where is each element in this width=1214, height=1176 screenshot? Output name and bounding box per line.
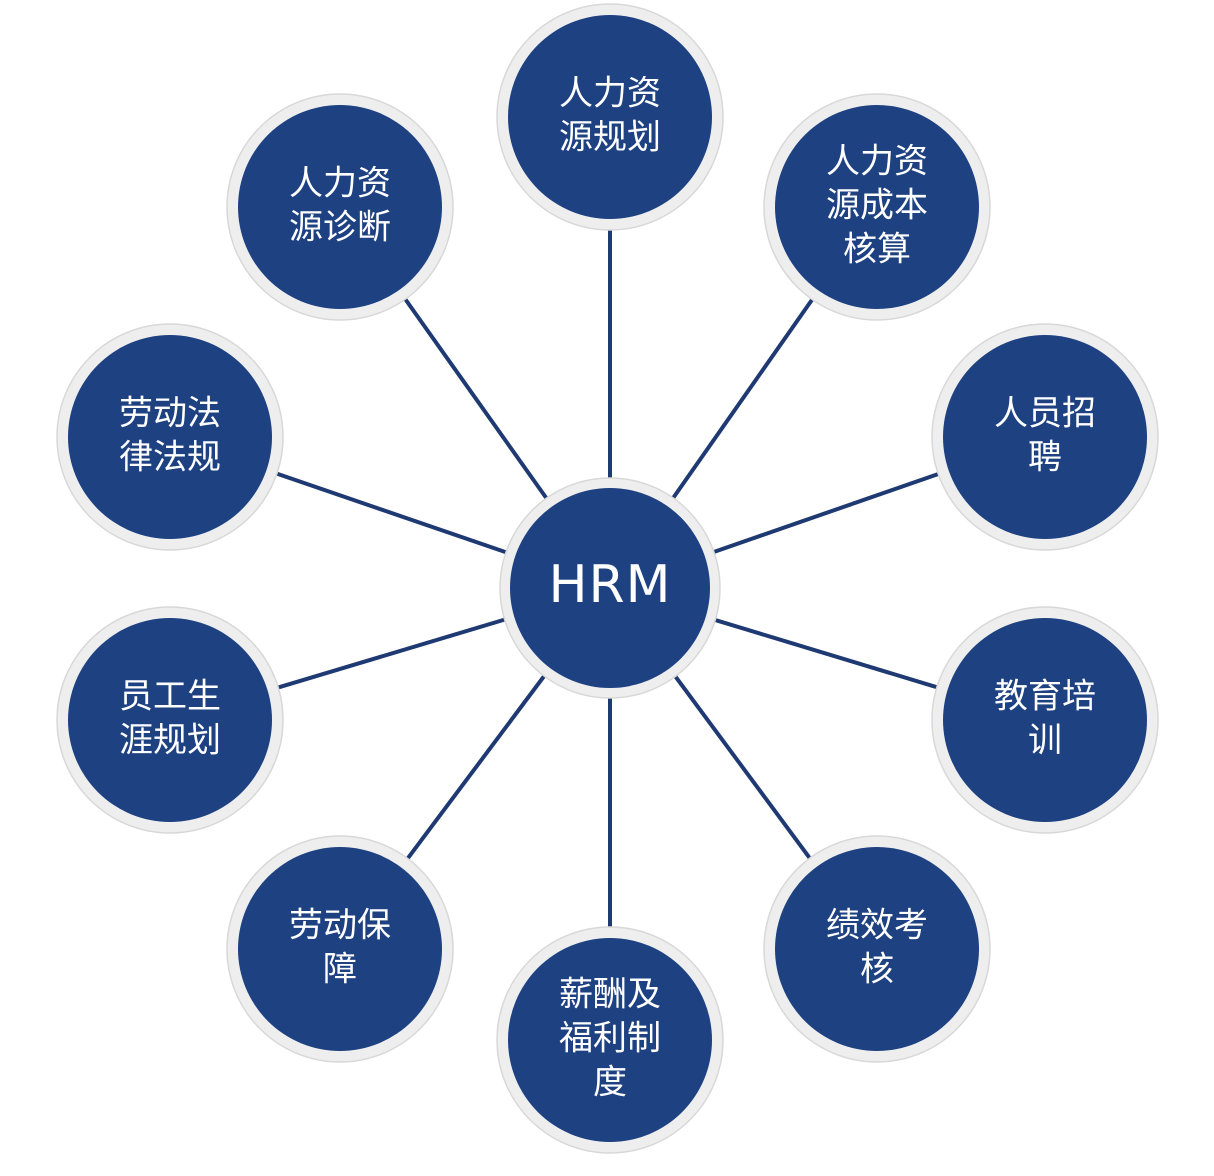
node-circle <box>943 618 1147 822</box>
node-circle <box>238 105 442 309</box>
node-label-line: 核算 <box>843 230 911 270</box>
node-label-line: 律法规 <box>119 438 221 478</box>
node-label-line: 人力资 <box>289 164 391 204</box>
node-label-line: 源诊断 <box>289 208 391 248</box>
spoke-performance-appraisal <box>672 673 813 861</box>
node-label-line: 训 <box>1028 721 1062 761</box>
node-label-line: 源成本 <box>826 186 928 226</box>
node-circle <box>508 15 712 219</box>
spoke-career-planning <box>275 617 508 691</box>
spoke-hr-cost-accounting <box>670 296 815 501</box>
spoke-labor-protection <box>404 673 547 862</box>
hub-node: HRM <box>499 477 721 699</box>
hub-label: HRM <box>548 555 671 615</box>
node-label-line: 涯规划 <box>119 721 221 761</box>
node-label-line: 员工生 <box>119 677 221 717</box>
node-circle <box>943 335 1147 539</box>
node-label-line: 教育培 <box>994 677 1096 717</box>
spoke-labor-law <box>274 471 509 555</box>
node-label-line: 度 <box>593 1063 627 1103</box>
node-label-line: 劳动法 <box>119 394 221 434</box>
node-label-line: 人力资 <box>559 74 661 114</box>
hub-circle <box>510 488 710 688</box>
spoke-education-training <box>712 617 940 690</box>
node-circle <box>68 335 272 539</box>
spokes-layer <box>274 228 941 929</box>
spoke-recruitment <box>711 471 941 555</box>
nodes-layer: 人力资源规划人力资源成本核算人员招聘教育培训绩效考核薪酬及福利制度劳动保障员工生… <box>56 3 1159 1154</box>
node-label-line: 聘 <box>1028 438 1062 478</box>
spoke-hr-diagnosis <box>402 296 550 502</box>
node-label-line: 薪酬及 <box>559 975 661 1015</box>
node-label-line: 源规划 <box>559 118 661 158</box>
node-label-line: 人力资 <box>826 142 928 182</box>
node-circle <box>508 938 712 1142</box>
node-label-line: 核 <box>860 950 894 990</box>
node-label-line: 绩效考 <box>826 906 928 946</box>
node-label-line: 福利制 <box>559 1019 661 1059</box>
node-label-line: 劳动保 <box>289 906 391 946</box>
node-circle <box>68 618 272 822</box>
node-label-line: 障 <box>323 950 357 990</box>
node-circle <box>238 847 442 1051</box>
node-label-line: 人员招 <box>994 394 1096 434</box>
node-circle <box>775 105 979 309</box>
node-circle <box>775 847 979 1051</box>
